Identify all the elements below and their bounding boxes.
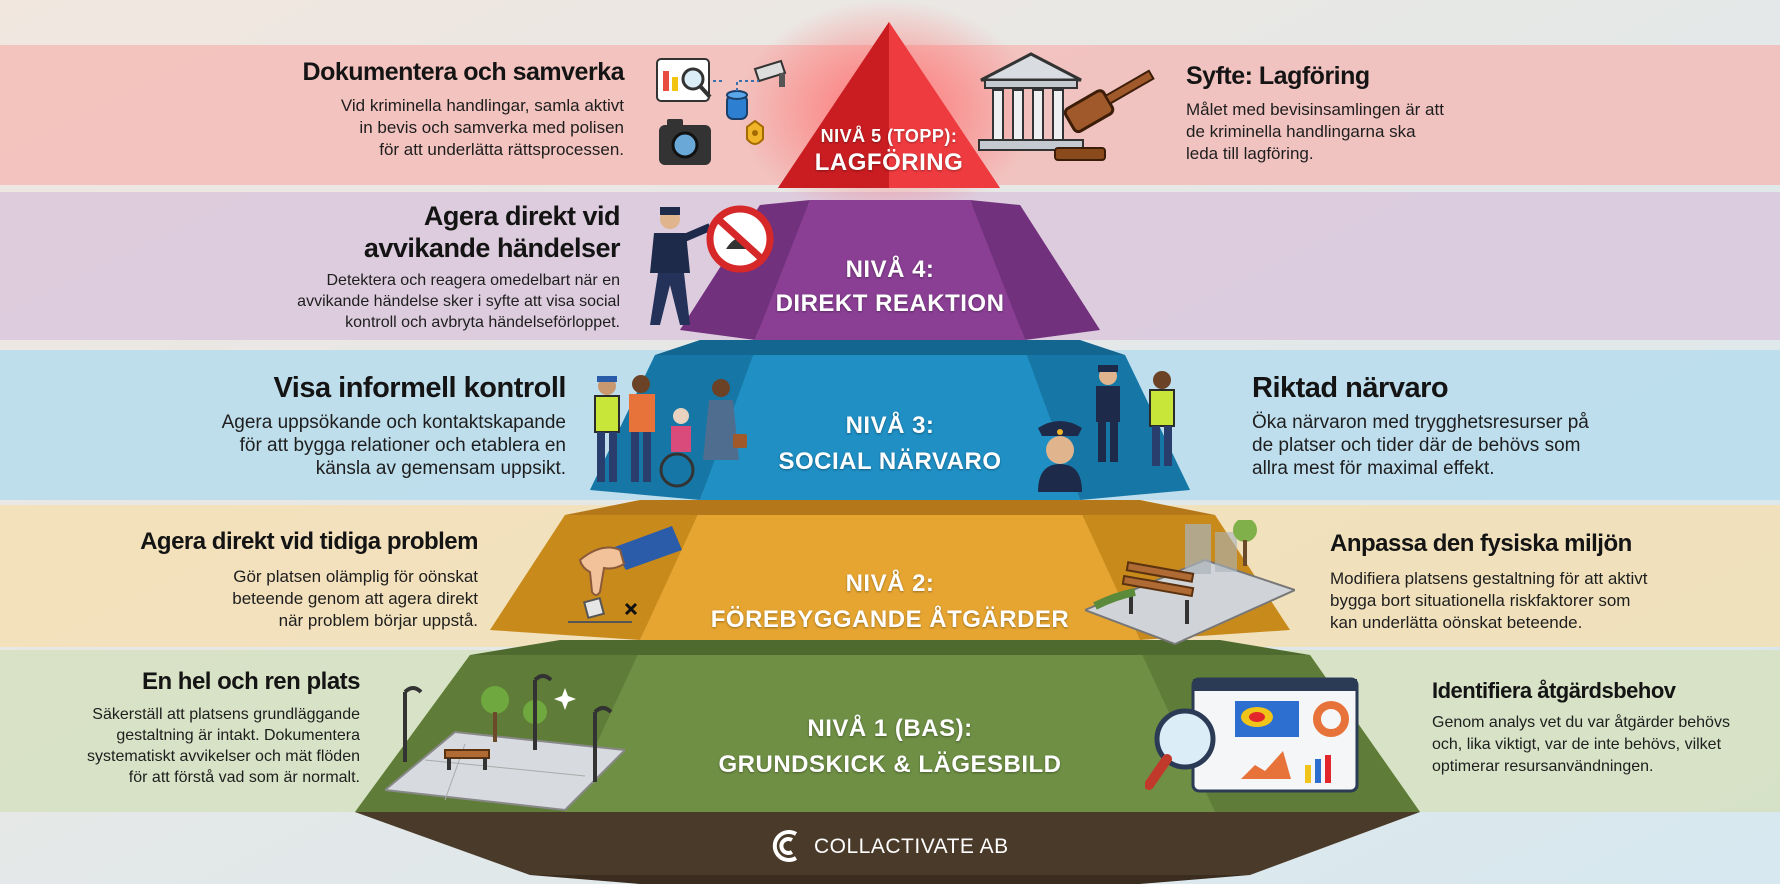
level-5-right-body-2: de kriminella handlingarna ska xyxy=(1186,122,1416,141)
level-2-title-line1: NIVÅ 2: xyxy=(845,570,935,597)
park-paths-icon xyxy=(385,674,625,812)
collactivate-logo-icon xyxy=(772,830,798,862)
level-3-right-body-3: allra mest för maximal effekt. xyxy=(1252,458,1495,479)
level-3-left-body-2: för att bygga relationer och etablera en xyxy=(239,435,566,456)
park-bench-scene-icon xyxy=(1085,520,1295,645)
level-5-left-heading: Dokumentera och samverka xyxy=(302,58,625,86)
level-3-left-body-3: känsla av gemensam uppsikt. xyxy=(315,458,566,479)
level-3-left-body-1: Agera uppsökande och kontaktskapande xyxy=(221,412,566,433)
level-3-label: NIVÅ 3: SOCIAL NÄRVARO xyxy=(720,412,1060,476)
level-1-left-heading: En hel och ren plats xyxy=(141,668,361,695)
level-5-label: NIVÅ 5 (TOPP): LAGFÖRING xyxy=(780,126,998,177)
level-1-right-body-1: Genom analys vet du var åtgärder behövs xyxy=(1432,714,1730,731)
level-2-left-heading: Agera direkt vid tidiga problem xyxy=(140,528,478,555)
hand-removing-litter-icon xyxy=(568,526,682,623)
analytics-dashboard-icon xyxy=(1145,677,1359,793)
brand-name: COLLACTIVATE AB xyxy=(814,835,1009,858)
level-4-left-body-1: Detektera och reagera omedelbart när en xyxy=(326,272,620,289)
level-4-left-body-3: kontroll och avbryta händelseförloppet. xyxy=(345,314,620,331)
level-4-label: NIVÅ 4: DIREKT REAKTION xyxy=(740,256,1040,318)
level-1-title-line2: GRUNDSKICK & LÄGESBILD xyxy=(718,751,1062,778)
level-4-title-line1: NIVÅ 4: xyxy=(845,256,935,283)
level-5-title-line2: LAGFÖRING xyxy=(814,149,964,176)
level-2-right-body-3: kan underlätta oönskat beteende. xyxy=(1330,613,1583,632)
level-1-title-line1: NIVÅ 1 (BAS): xyxy=(807,715,973,742)
level-2-left-text: Agera direkt vid tidiga problem Gör plat… xyxy=(80,528,478,632)
level-2-right-text: Anpassa den fysiska miljön Modifiera pla… xyxy=(1330,530,1750,634)
community-people-icon xyxy=(594,375,747,488)
level-3-right-heading: Riktad närvaro xyxy=(1252,372,1449,404)
level-2-left-body-1: Gör platsen olämplig för oönskat xyxy=(233,567,478,586)
level-3-title-line2: SOCIAL NÄRVARO xyxy=(778,448,1002,475)
level-2-title-line2: FÖREBYGGANDE ÅTGÄRDER xyxy=(710,606,1070,633)
level-1-left-body-4: för att förstå vad som är normalt. xyxy=(128,769,360,786)
level-3-title-line1: NIVÅ 3: xyxy=(845,412,935,439)
level-3-right-body-1: Öka närvaron med trygghetsresurser på xyxy=(1252,412,1589,433)
level-5-left-body-3: för att underlätta rättsprocessen. xyxy=(379,140,624,159)
pyramid-base xyxy=(355,812,1420,875)
level-1-right-text: Identifiera åtgärdsbehov Genom analys ve… xyxy=(1432,678,1772,778)
evidence-collage-icon xyxy=(656,58,787,165)
level-5-left-text: Dokumentera och samverka Vid kriminella … xyxy=(230,58,625,161)
level-4-left-body-2: avvikande händelse sker i syfte att visa… xyxy=(297,293,620,310)
level-1-left-body-1: Säkerställ att platsens grundläggande xyxy=(92,706,360,723)
level-2-right-body-2: bygga bort situationella riskfaktorer so… xyxy=(1330,591,1631,610)
level-1-left-body-3: systematiskt avvikelser och mät flöden xyxy=(87,748,360,765)
level-5-left-body-1: Vid kriminella handlingar, samla aktivt xyxy=(340,96,624,115)
level-5-right-heading: Syfte: Lagföring xyxy=(1186,62,1370,90)
level-2-label: NIVÅ 2: FÖREBYGGANDE ÅTGÄRDER xyxy=(680,570,1100,634)
level-5-left-body-2: in bevis och samverka med polisen xyxy=(359,118,624,137)
level-2-left-body-3: när problem börjar uppstå. xyxy=(278,611,478,630)
level-5-right-body-3: leda till lagföring. xyxy=(1186,144,1314,163)
guards-presence-icon xyxy=(1038,365,1175,492)
level-1-left-body-2: gestaltning är intakt. Dokumentera xyxy=(116,727,360,744)
level-5-right-body-1: Målet med bevisinsamlingen är att xyxy=(1186,100,1444,119)
level-5-right-text: Syfte: Lagföring Målet med bevisinsamlin… xyxy=(1186,62,1606,165)
level-5-title-line1: NIVÅ 5 (TOPP): xyxy=(820,126,958,146)
level-1-right-body-3: optimerar resursanvändningen. xyxy=(1432,758,1654,775)
brand-logo: COLLACTIVATE AB xyxy=(760,826,1060,866)
level-2-right-body-1: Modifiera platsens gestaltning för att a… xyxy=(1330,569,1648,588)
level-3-right-body-2: de platser och tider där de behövs som xyxy=(1252,435,1581,456)
level-1-left-text: En hel och ren plats Säkerställ att plat… xyxy=(30,668,361,788)
level-3-left-heading: Visa informell kontroll xyxy=(273,372,566,404)
level-4-left-heading-1: Agera direkt vid xyxy=(423,201,621,231)
level-2-right-heading: Anpassa den fysiska miljön xyxy=(1330,530,1632,557)
level-1-right-heading: Identifiera åtgärdsbehov xyxy=(1432,678,1676,703)
level-4-left-heading-2: avvikande händelser xyxy=(363,233,621,263)
level-3-left-text: Visa informell kontroll Agera uppsökande… xyxy=(110,372,567,480)
level-1-right-body-2: och, lika viktigt, var de inte behövs, v… xyxy=(1432,736,1722,753)
level-2-left-body-2: beteende genom att agera direkt xyxy=(232,589,478,608)
level-3-right-text: Riktad närvaro Öka närvaron med trygghet… xyxy=(1252,372,1712,480)
level-4-title-line2: DIREKT REAKTION xyxy=(775,290,1005,317)
level-4-left-text: Agera direkt vid avvikande händelser Det… xyxy=(200,200,620,333)
level-1-label: NIVÅ 1 (BAS): GRUNDSKICK & LÄGESBILD xyxy=(640,715,1140,779)
guard-stop-sign-icon xyxy=(650,205,774,325)
courthouse-gavel-icon xyxy=(978,52,1155,161)
